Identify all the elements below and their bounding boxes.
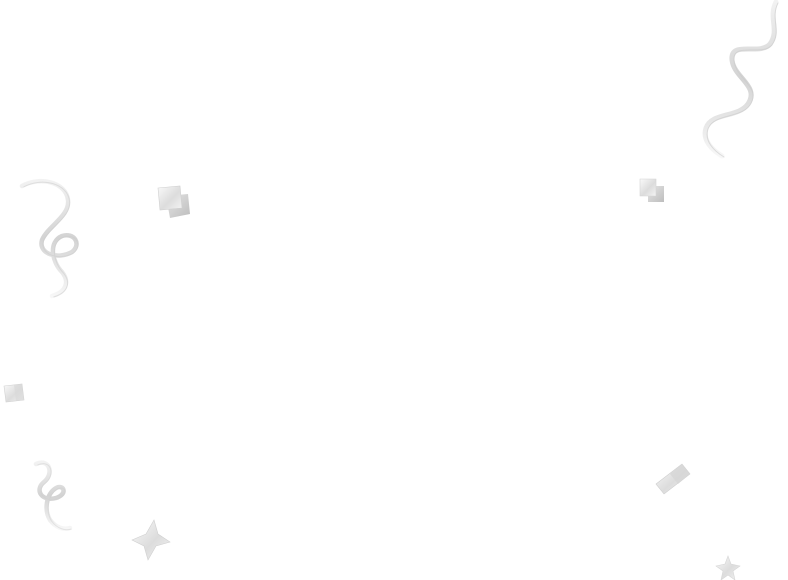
- square-right-confetti: [639, 178, 664, 202]
- rect-bottom-right-confetti: [655, 463, 691, 495]
- square-small-left-confetti: [3, 383, 25, 403]
- ribbon-left-upper-confetti: [19, 178, 79, 299]
- star-bottom-right-confetti: [715, 555, 741, 580]
- ribbon-top-right-confetti: [702, 0, 779, 159]
- square-left-confetti: [157, 185, 190, 218]
- ribbon-left-lower-confetti: [33, 460, 73, 531]
- star-bottom-left-confetti: [131, 519, 171, 561]
